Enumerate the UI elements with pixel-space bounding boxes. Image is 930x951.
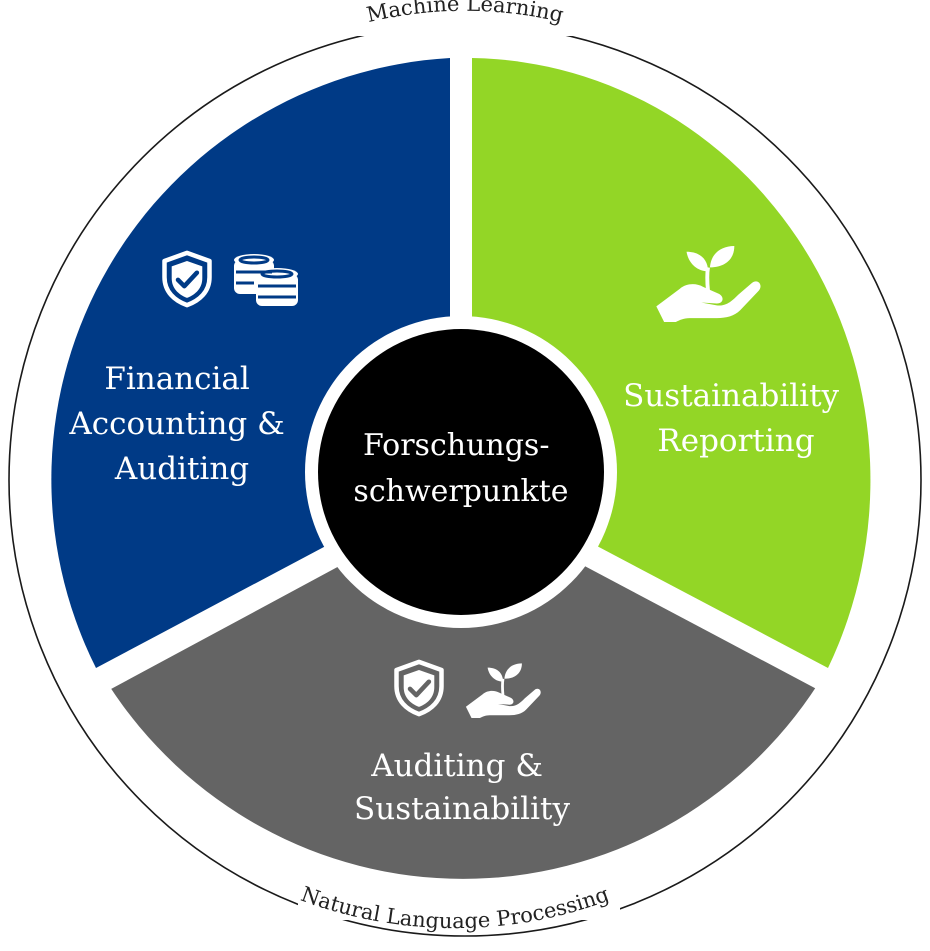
segment-label-sustainability: Sustainability Reporting xyxy=(623,378,849,459)
center-label: Forschungs- schwerpunkte xyxy=(353,428,568,509)
outer-ring-gap-bottom xyxy=(298,890,620,920)
segment-label-financial: Financial Accounting & Auditing xyxy=(68,361,294,487)
outer-ring-gap-top xyxy=(340,10,580,36)
segment-label-auditing-sustainability: Auditing & Sustainability xyxy=(354,748,570,827)
segment-auditing-sustainability xyxy=(108,474,818,879)
center-circle xyxy=(318,329,604,615)
